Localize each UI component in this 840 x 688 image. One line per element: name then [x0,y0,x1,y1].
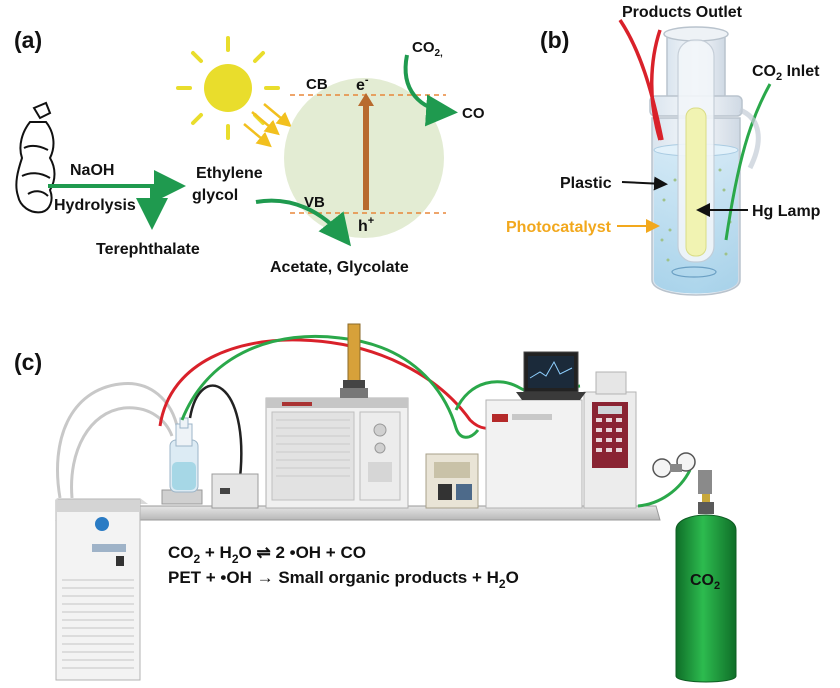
panel-c-label: (c) [14,349,42,375]
co2-cylinder [675,502,737,683]
plastic-label: Plastic [560,175,612,192]
power-cable [188,384,243,479]
photoreactor [618,19,772,296]
chiller-tubes [56,382,180,499]
green-tubing [180,334,480,439]
control-box [425,453,479,509]
panel-b-label: (b) [540,27,569,53]
co-label: CO [462,105,485,122]
vb-label: VB [304,194,325,211]
hg-lamp-tube [685,107,707,257]
plastic-pointer [621,176,668,191]
co2-label: CO2, [412,39,443,59]
cylinder-label: CO2 [690,572,720,592]
cb-label: CB [306,76,328,93]
laptop-icon [516,351,586,400]
outlet-tube [650,29,662,141]
glycol-label: glycol [192,187,238,204]
co2-reduction-arrow [403,54,458,127]
excitation-bar [363,104,369,210]
hg-lamp-label: Hg Lamp [752,203,821,220]
lamp-power-supply [211,473,259,509]
electron-label: e- [356,74,369,94]
second-gc [485,371,637,509]
sun-icon [176,36,280,140]
light-rays [243,103,292,148]
panel-c: (c) [14,323,737,683]
chiller-unit [55,498,148,681]
inlet-tube [724,83,772,241]
plastic-bottle-icon [15,101,56,214]
naoh-label: NaOH [70,162,114,179]
hydrolysis-label: Hydrolysis [54,197,136,214]
eg-oxidation-arrow [255,198,352,247]
products-outlet-label: Products Outlet [622,4,743,21]
excitation-arrowhead [358,93,374,106]
photocatalyst-label: Photocatalyst [506,219,612,236]
co2-inlet-label: CO2 Inlet [752,63,820,83]
bench-reactor [161,417,203,505]
gas-chromatograph [265,397,409,509]
hole-label: h+ [358,215,374,235]
flow-meter [340,323,368,398]
ethylene-label: Ethylene [196,165,263,182]
terephthalate-label: Terephthalate [96,241,200,258]
products-label: Acetate, Glycolate [270,259,409,276]
panel-a-label: (a) [14,27,42,53]
panel-b: (b) Products Outlet CO2 Inlet Plas [506,4,821,296]
panel-a: (a) NaOH Hydrolysis Terephthalate Ethyle… [14,27,485,276]
gas-regulator [652,452,712,504]
equation-1: CO2 + H2O ⇌ 2 •OH + CO [168,543,366,566]
equation-2: PET + •OH → Small organic products + H2O [168,568,519,591]
